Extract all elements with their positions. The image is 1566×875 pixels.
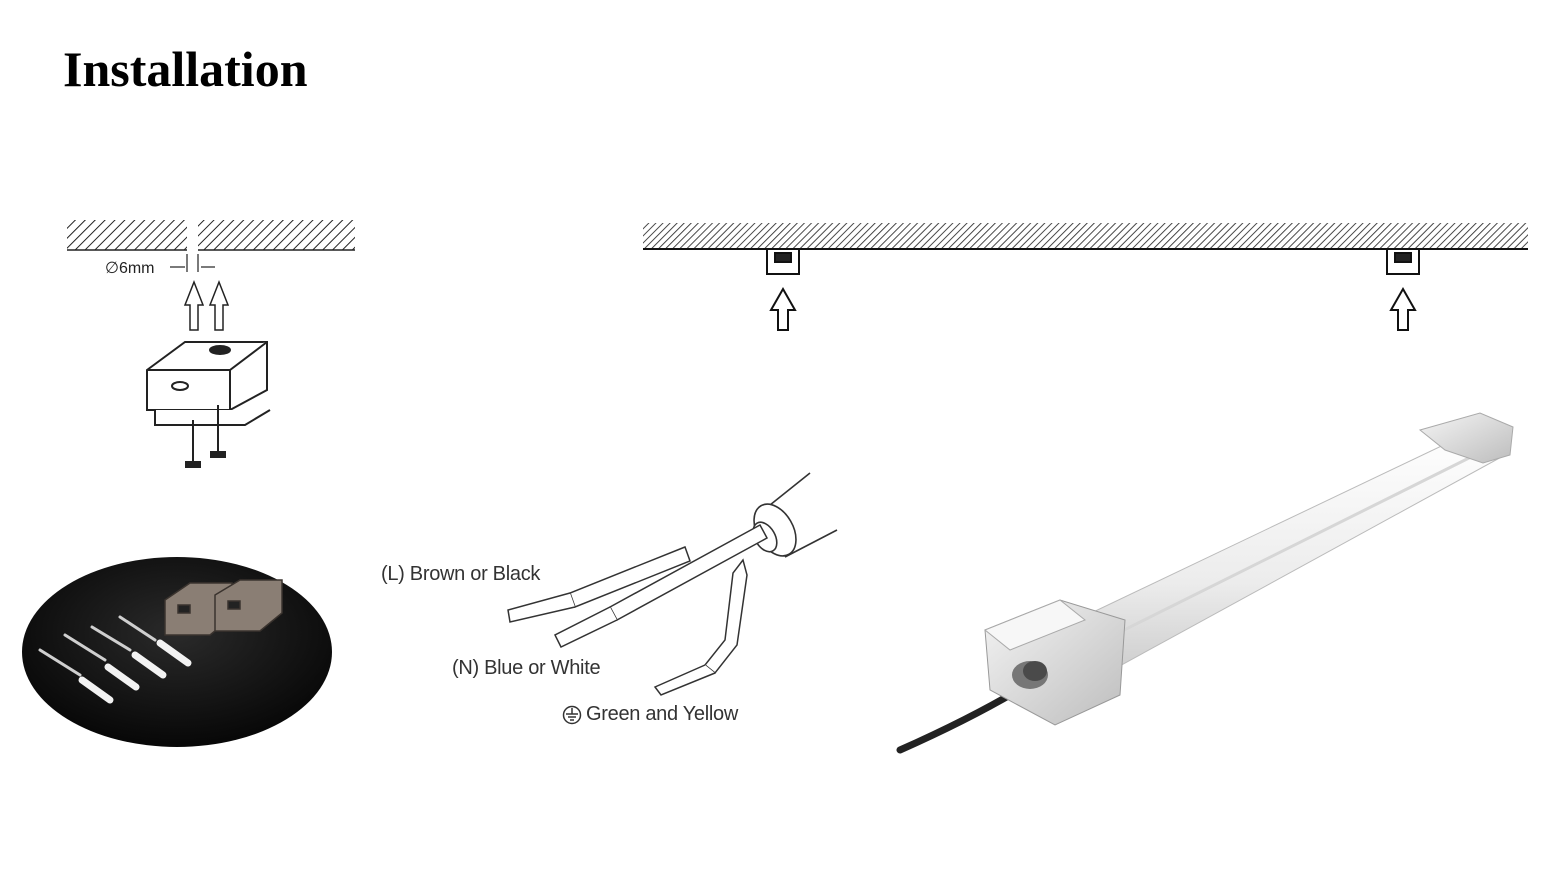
ceiling-surface bbox=[643, 223, 1528, 249]
neutral-wire-label: (N) Blue or White bbox=[452, 657, 601, 679]
screw-icon bbox=[38, 615, 157, 677]
ceiling-section-right bbox=[198, 220, 355, 251]
ceiling-section-left bbox=[67, 220, 187, 251]
earth-wire-label: Green and Yellow bbox=[586, 703, 738, 725]
bracket-clip-left bbox=[766, 248, 800, 275]
live-wire bbox=[507, 546, 691, 623]
accessories-photo bbox=[20, 555, 335, 750]
screw-icon bbox=[185, 405, 226, 468]
mounting-bracket-icon bbox=[146, 341, 271, 426]
end-cap-right bbox=[1418, 412, 1514, 464]
metal-bracket-icon bbox=[164, 579, 283, 636]
neutral-wire bbox=[553, 523, 769, 648]
wall-plug-icon bbox=[183, 279, 230, 331]
cable-sheath bbox=[752, 472, 838, 558]
hole-dimension bbox=[170, 254, 215, 272]
cable-gland bbox=[1012, 661, 1048, 689]
up-arrow-icon bbox=[769, 286, 797, 331]
wall-plug-icon bbox=[78, 639, 192, 704]
wiring-diagram: (L) Brown or Black (N) Blue or White Gre… bbox=[375, 465, 845, 735]
up-arrow-icon bbox=[1389, 286, 1417, 331]
ceiling-mounting-diagram bbox=[635, 215, 1535, 345]
led-fixture-photo bbox=[885, 405, 1525, 765]
bracket-clip-right bbox=[1386, 248, 1420, 275]
live-wire-label: (L) Brown or Black bbox=[381, 563, 541, 585]
ground-icon bbox=[562, 705, 582, 725]
page-title: Installation bbox=[63, 41, 308, 97]
earth-wire bbox=[653, 558, 748, 696]
bracket-mounting-diagram: ∅6mm bbox=[55, 210, 365, 480]
hole-size-label: ∅6mm bbox=[105, 260, 155, 277]
